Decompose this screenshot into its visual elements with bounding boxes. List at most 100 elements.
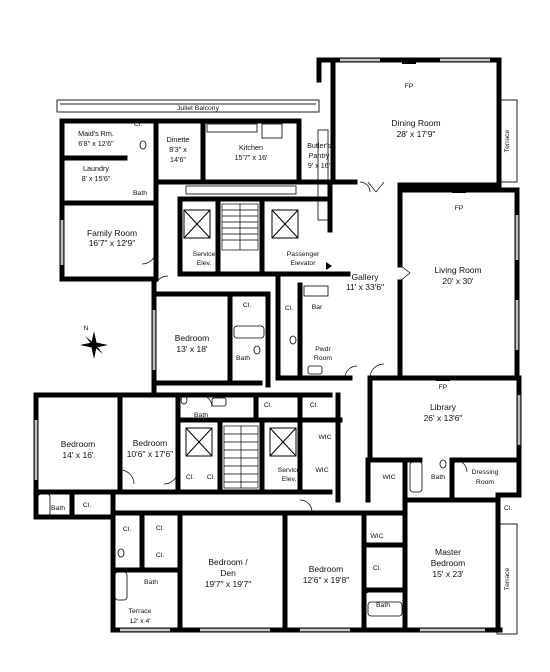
wall-dining [316,57,502,188]
wall-maid-laundry [59,118,159,282]
bedroom-a-dims: 13' x 18' [176,344,208,354]
juliet-balcony-label: Juliet Balcony [177,105,220,112]
living-room-dims: 20' x 30' [442,276,474,286]
living-room-name: Living Room [434,265,481,275]
library-dims: 26' x 13'6" [424,413,463,423]
bedroom-d-name: Bedroom [309,564,344,574]
wic-label: WIC [315,467,328,474]
closet-label: Cl. [207,474,215,481]
counter [206,123,258,133]
toilet-icon [253,345,261,355]
wic-label: WIC [318,434,331,441]
wic-label: WIC [382,474,395,481]
fireplace-living [452,188,466,193]
sink-icon [211,397,227,407]
toilet-icon [439,459,447,469]
toilet-icon [139,140,147,150]
dressing-room-line1: Dressing [472,469,499,476]
closet-label: Cl. [504,505,512,512]
maid-bath-label: Bath [133,190,147,197]
elevator-arrow-icon [326,262,332,270]
service-elev-bottom-line2: Elev. [282,476,297,483]
bedroom-b-name: Bedroom [61,439,96,449]
passenger-elev-line1: Passenger [287,251,320,258]
bathtub [409,461,423,493]
compass-icon: N [80,325,108,359]
terrace-small-name: Terrace [129,608,152,615]
bedroom-d-dims: 12'6" x 19'8" [303,575,350,585]
counter [185,185,297,195]
fp-label-library: FP [439,384,448,391]
terrace-small-dims: 12' x 4' [129,618,150,625]
juliet-balcony-rail [56,99,320,113]
maids-room-name: Maid's Rm. [78,129,114,138]
terrace-label-top: Terrace [504,129,511,152]
sink-icon [307,365,323,375]
closet-label: Cl. [123,526,131,533]
service-elev-bottom-line1: Service [278,467,301,474]
kitchen-name: Kitchen [239,143,263,152]
fireplace-library [436,376,450,381]
svg-text:N: N [84,325,89,332]
bedroom-den-line1: Bedroom / [208,557,248,567]
bedroom-c-dims: 10'6" x 17'6" [127,449,174,459]
fixtures [37,123,447,617]
master-bedroom-line2: Bedroom [431,558,466,568]
wic-label: WIC [370,533,383,540]
toilet-icon [289,335,297,345]
fireplaces [402,60,466,381]
service-elev-top-line2: Elev. [197,260,212,267]
bedroom-a-name: Bedroom [175,333,210,343]
closet-label: Cl. [186,474,194,481]
laundry-name: Laundry [83,164,109,173]
powder-room-line1: Pwdr [315,346,331,353]
closet-label: Cl. [156,525,164,532]
elevator-shafts [183,209,299,457]
fireplace-dining [402,60,416,64]
closet-label: Cl. [310,402,318,409]
dining-room-dims: 28' x 17'9" [397,129,436,139]
bedroom-den-dims: 19'7" x 19'7" [205,579,252,589]
closet-label: Cl. [285,305,293,312]
bathtub [114,571,128,601]
service-elev-top-line1: Service [193,251,216,258]
doors [119,181,468,601]
service-elevator-bottom-right [269,427,297,457]
kitchen-dims: 15'7" x 16' [235,153,268,162]
master-bedroom-line1: Master [435,547,461,557]
fp-label-living: FP [455,205,464,212]
bar-label: Bar [312,304,323,311]
gallery-name: Gallery [352,272,380,282]
closet-label: Cl. [156,552,164,559]
bathtub [37,493,51,517]
bath-label: Bath [376,602,390,609]
terrace-label-bottom: Terrace [504,567,511,590]
dinette-dims-2: 14'6" [170,155,186,164]
dining-room-name: Dining Room [391,118,440,128]
bath-label: Bath [236,355,250,362]
walls [33,57,522,633]
stairs [221,203,259,489]
service-elevator-top [183,209,211,239]
family-room-dims: 16'7" x 12'9" [89,238,136,248]
stove-icon [261,123,283,139]
family-room-name: Family Room [87,228,137,238]
bath-label: Bath [144,579,158,586]
pantry-counter [317,129,329,221]
master-bedroom-dims: 15' x 23' [432,569,464,579]
passenger-elev-line2: Elevator [291,260,317,267]
bathtub [233,325,265,339]
toilet-icon [117,548,125,558]
closet-label: Cl. [243,302,251,309]
laundry-dims: 8' x 15'6" [82,174,111,183]
butlers-pantry-dims: 9' x 16' [308,161,331,170]
powder-room-line2: Room [314,355,332,362]
closet-label: Cl. [373,565,381,572]
bath-label: Bath [194,412,208,419]
bedroom-den-line2: Den [220,568,236,578]
passenger-elevator [271,209,299,239]
closet-label: Cl. [264,402,272,409]
dressing-room-line2: Room [476,479,494,486]
closet-label: Cl. [83,502,91,509]
